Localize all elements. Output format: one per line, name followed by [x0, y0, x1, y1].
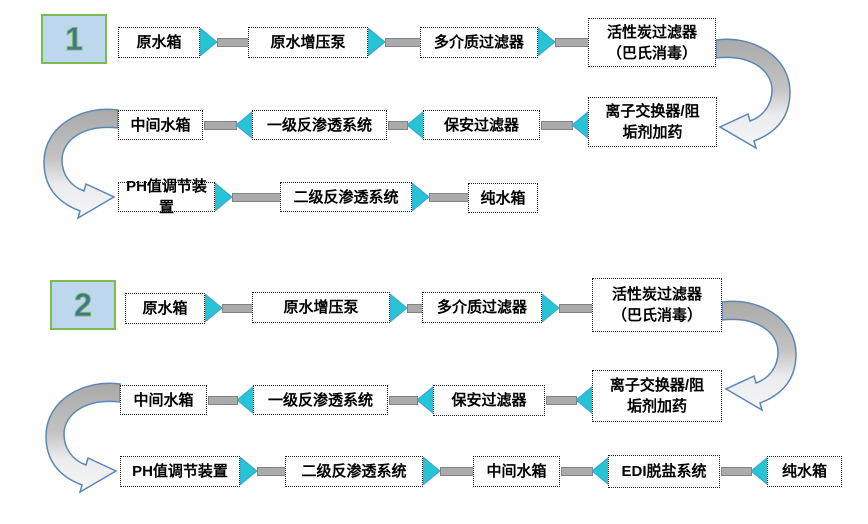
flow2-multimedia-filter: 多介质过滤器 — [422, 292, 542, 323]
connector-bar — [204, 121, 237, 130]
flow2-edi-desalination-system: EDI脱盐系统 — [608, 455, 720, 488]
flow2-curve-down-left-icon — [45, 382, 121, 494]
flow2-ph-adjustment-device: PH值调节装置 — [120, 456, 240, 487]
flow2-raw-water-tank: 原水箱 — [125, 293, 205, 324]
flow2-number-badge: 2 — [50, 280, 116, 330]
connector-bar — [561, 467, 593, 476]
flow1-number-badge: 1 — [41, 14, 107, 64]
arrow-right-icon — [542, 294, 559, 322]
flow1-second-stage-ro: 二级反渗透系统 — [280, 182, 412, 212]
flow2-intermediate-tank: 中间水箱 — [120, 385, 207, 415]
connector-bar — [257, 467, 287, 476]
flow2-ion-exchanger-antiscalant: 离子交换器/阻 垢剂加药 — [592, 370, 722, 422]
connector-bar — [555, 38, 590, 47]
arrow-right-icon — [412, 183, 429, 211]
flow1-raw-water-tank: 原水箱 — [118, 27, 200, 58]
arrow-left-icon — [417, 386, 434, 414]
flow1-pure-water-tank: 纯水箱 — [468, 183, 538, 213]
flow1-multimedia-filter: 多介质过滤器 — [420, 27, 538, 58]
connector-bar — [222, 304, 254, 313]
flow1-raw-water-booster-pump: 原水增压泵 — [248, 27, 368, 58]
arrow-left-icon — [592, 457, 609, 485]
flow2-pure-water-tank: 纯水箱 — [767, 456, 842, 487]
arrow-right-icon — [200, 28, 217, 56]
connector-bar — [541, 121, 573, 130]
connector-bar — [232, 193, 282, 202]
flow2-activated-carbon-filter: 活性炭过滤器 （巴氏消毒） — [592, 278, 722, 332]
arrow-left-icon — [572, 111, 589, 139]
arrow-right-icon — [205, 294, 222, 322]
connector-bar — [721, 467, 752, 476]
flow1-activated-carbon-filter: 活性炭过滤器 （巴氏消毒） — [588, 18, 716, 67]
arrow-left-icon — [576, 386, 593, 414]
flow1-curve-down-left-icon — [43, 108, 119, 220]
connector-bar — [440, 467, 475, 476]
arrow-right-icon — [538, 28, 555, 56]
connector-bar — [429, 193, 470, 202]
arrow-left-icon — [237, 386, 254, 414]
connector-bar — [208, 396, 238, 405]
flow2-second-stage-ro: 二级反渗透系统 — [285, 456, 423, 487]
connector-bar — [217, 38, 251, 47]
connector-bar — [389, 396, 418, 405]
flow2-intermediate-tank-2: 中间水箱 — [473, 456, 560, 487]
flow2-first-stage-ro: 一级反渗透系统 — [253, 385, 388, 415]
arrow-right-icon — [240, 457, 257, 485]
flow1-security-filter: 保安过滤器 — [423, 110, 540, 140]
connector-bar — [559, 304, 594, 313]
flow1-curve-down-right-icon — [715, 38, 791, 150]
arrow-right-icon — [390, 294, 407, 322]
arrow-left-icon — [751, 457, 768, 485]
arrow-right-icon — [368, 28, 385, 56]
flow1-ion-exchanger-antiscalant: 离子交换器/阻 垢剂加药 — [588, 97, 717, 147]
flow1-first-stage-ro: 一级反渗透系统 — [252, 110, 387, 140]
connector-bar — [546, 396, 577, 405]
arrow-right-icon — [215, 183, 232, 211]
flow2-security-filter: 保安过滤器 — [433, 385, 545, 416]
flow1-intermediate-tank: 中间水箱 — [118, 110, 203, 140]
arrow-right-icon — [423, 457, 440, 485]
flow1-ph-adjustment-device: PH值调节装置 — [118, 178, 215, 216]
connector-bar — [385, 38, 423, 47]
flow2-curve-down-right-icon — [721, 300, 797, 412]
flow2-raw-water-booster-pump: 原水增压泵 — [252, 292, 390, 323]
arrow-left-icon — [236, 111, 253, 139]
arrow-left-icon — [407, 111, 424, 139]
connector-bar — [388, 121, 408, 130]
